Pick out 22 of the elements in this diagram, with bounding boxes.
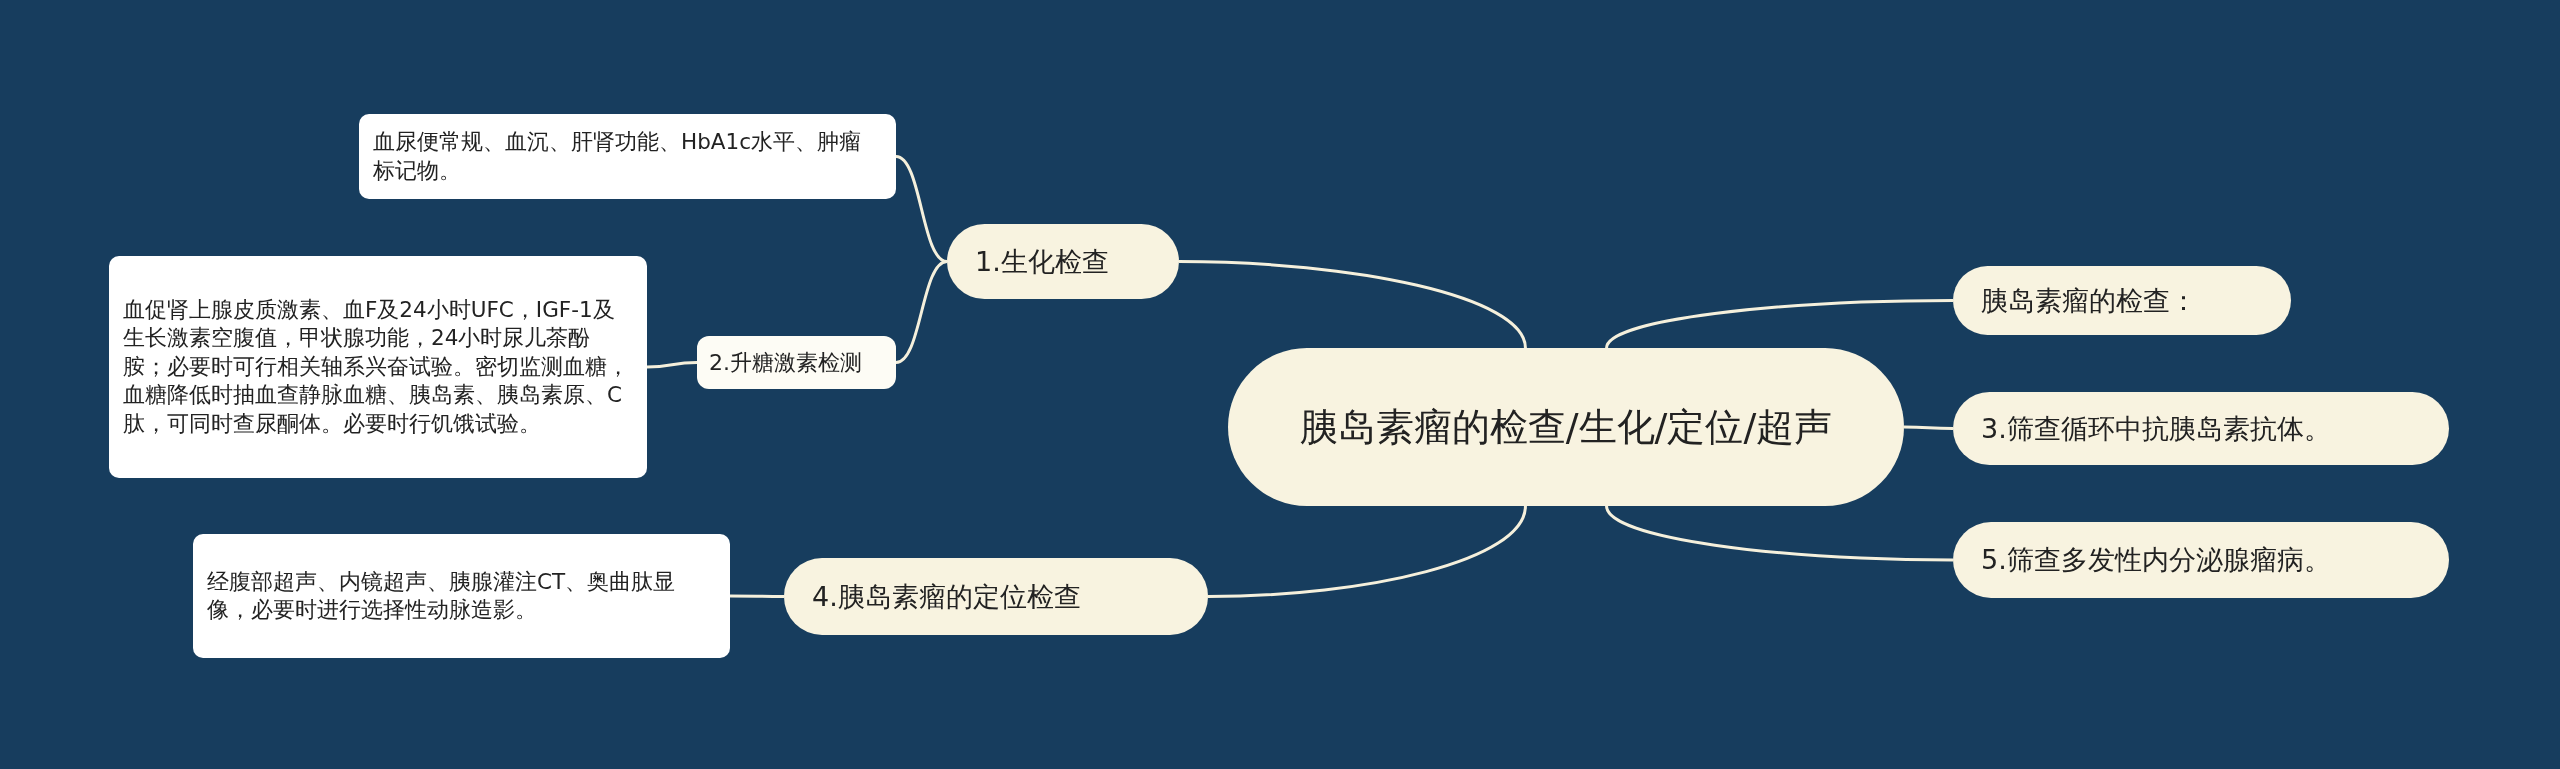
connector-line: [895, 260, 948, 364]
connector-line: [1605, 505, 1953, 562]
node-text: 血促肾上腺皮质激素、血F及24小时UFC，IGF-1及生长激素空腹值，甲状腺功能，24小时尿儿茶酚胺；必要时可行相关轴系兴奋试验。密切监测血糖，血糖降低时抽血查静脉血糖、胰岛素、胰岛素原、C肽，可同时查尿酮体。必要时行饥饿试验。: [123, 296, 630, 438]
node-text: 胰岛素瘤的检查/生化/定位/超声: [1299, 403, 1833, 451]
node-text: 4.胰岛素瘤的定位检查: [812, 579, 1081, 614]
connector-line: [1207, 505, 1527, 598]
connector-line: [1605, 299, 1953, 349]
node-text: 3.筛查循环中抗胰岛素抗体。: [1981, 411, 2331, 446]
topic-node: [697, 336, 896, 389]
text-note: [193, 534, 730, 658]
node-text: 血尿便常规、血沉、肝肾功能、HbA1c水平、肿瘤标记物。: [373, 128, 863, 185]
node-text: 胰岛素瘤的检查：: [1981, 283, 2197, 318]
text-note: [109, 256, 647, 478]
node-text: 2.升糖激素检测: [709, 348, 862, 377]
connector-line: [646, 361, 698, 369]
node-text: 5.筛查多发性内分泌腺瘤病。: [1981, 543, 2331, 578]
connector-line: [1178, 260, 1527, 349]
node-text: 经腹部超声、内镜超声、胰腺灌注CT、奥曲肽显像，必要时进行选择性动脉造影。: [207, 567, 677, 624]
connector-line: [1904, 425, 1953, 430]
node-text: 1.生化检查: [975, 244, 1109, 279]
connector-line: [730, 594, 784, 598]
text-note: [359, 114, 896, 199]
